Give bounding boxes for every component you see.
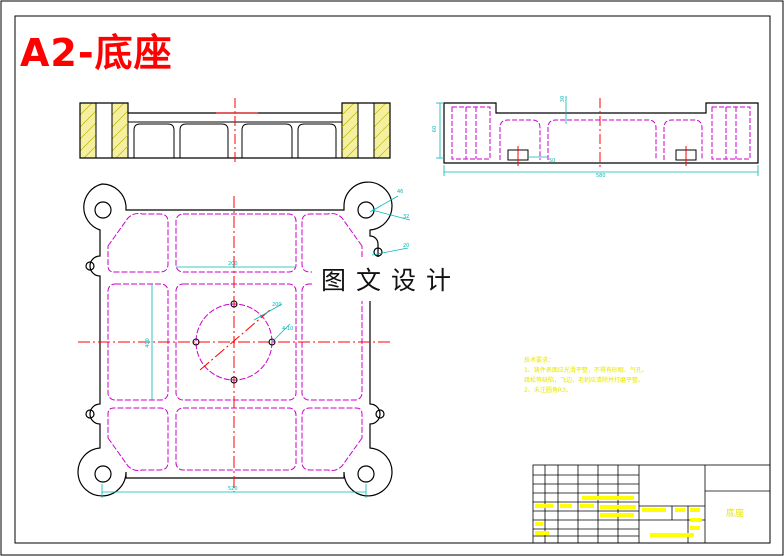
drawing-title: A2-底座 [20, 31, 173, 75]
plan-view [77, 181, 411, 498]
plan-outline [77, 181, 393, 497]
dim-plan-inner-width: 200 [228, 261, 238, 267]
dim-side-slot: 50 [549, 158, 556, 164]
side-outline [443, 102, 759, 164]
dim-hole-3: 20 [403, 243, 410, 249]
part-name: 底座 [726, 509, 745, 519]
notes-heading: 技术要求： [524, 357, 555, 364]
front-right-hatch-2 [373, 102, 391, 159]
side-view [436, 96, 759, 176]
front-left-hatch [79, 102, 97, 159]
front-left-hatch-2 [111, 102, 129, 159]
front-outline [79, 102, 391, 159]
technical-notes: 技术要求： 1、铸件表面应光滑平整，不得有砂眼、气孔、 疏松等缺陷，飞边、毛刺应… [524, 356, 648, 396]
dim-side-height: 30 [560, 95, 567, 103]
dim-hole-2: 32 [403, 214, 410, 220]
title-block-fills [535, 496, 702, 537]
dim-side-length: 580 [596, 173, 606, 179]
dim-top-view-height: 60 [432, 125, 439, 133]
dim-plan-inner-height: 400 [144, 338, 151, 348]
dim-plan-width: 520 [228, 486, 238, 492]
front-right-hatch [341, 102, 359, 159]
dim-circle-2: 200 [272, 302, 282, 308]
inner-frame [14, 15, 771, 544]
title-block [532, 464, 771, 544]
notes-line-1: 1、铸件表面应光滑平整，不得有砂眼、气孔、 [524, 367, 648, 374]
front-view [79, 98, 391, 162]
notes-line-3: 2、未注圆角R3。 [524, 387, 572, 394]
watermark: 图文设计 [312, 257, 470, 301]
notes-line-2: 疏松等缺陷，飞边、毛刺应清除并打磨平整。 [524, 377, 645, 384]
dim-hole-1: 46 [397, 189, 404, 195]
dim-circle-1: 4-10 [282, 326, 294, 332]
